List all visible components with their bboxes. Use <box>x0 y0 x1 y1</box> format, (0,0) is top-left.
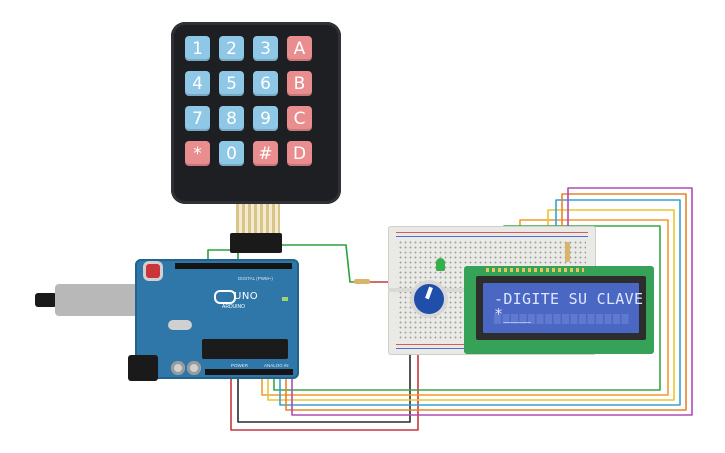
digital-pin-header[interactable] <box>175 263 292 269</box>
usb-connector[interactable] <box>55 284 140 316</box>
key-0[interactable]: 0 <box>219 141 244 166</box>
key-6[interactable]: 6 <box>253 71 278 96</box>
reset-button[interactable] <box>146 264 160 278</box>
capacitor-1 <box>171 361 185 375</box>
key-9[interactable]: 9 <box>253 106 278 131</box>
wire-red-power[interactable] <box>230 351 419 431</box>
arduino-logo-icon <box>214 290 236 304</box>
lcd-pin-header <box>486 268 584 272</box>
wire-yellow[interactable] <box>267 209 675 401</box>
key-a[interactable]: A <box>287 36 312 61</box>
key-2[interactable]: 2 <box>219 36 244 61</box>
keypad-header-connector[interactable] <box>230 233 282 253</box>
resistor-led[interactable] <box>354 279 370 284</box>
board-model: UNO <box>234 291 259 302</box>
resistor-lcd-backlight[interactable] <box>565 242 570 262</box>
key-1[interactable]: 1 <box>185 36 210 61</box>
usb-plug-icon <box>35 293 57 307</box>
key-b[interactable]: B <box>287 71 312 96</box>
keypad-4x4[interactable]: 1 2 3 A 4 5 6 B 7 8 9 C * 0 # D <box>171 22 341 204</box>
breadboard-rail-top-blue <box>396 236 588 237</box>
wire-purple[interactable] <box>291 187 693 416</box>
key-4[interactable]: 4 <box>185 71 210 96</box>
key-7[interactable]: 7 <box>185 106 210 131</box>
key-c[interactable]: C <box>287 106 312 131</box>
key-hash[interactable]: # <box>253 141 278 166</box>
atmega-chip <box>202 339 288 359</box>
dc-power-jack[interactable] <box>128 355 158 381</box>
key-8[interactable]: 8 <box>219 106 244 131</box>
keypad-grid: 1 2 3 A 4 5 6 B 7 8 9 C * 0 # D <box>185 36 312 166</box>
digital-label: DIGITAL (PWM~) <box>238 276 273 281</box>
power-label: POWER <box>231 363 249 368</box>
key-5[interactable]: 5 <box>219 71 244 96</box>
key-3[interactable]: 3 <box>253 36 278 61</box>
key-d[interactable]: D <box>287 141 312 166</box>
analog-label: ANALOG IN <box>264 363 289 368</box>
green-led[interactable] <box>436 258 445 271</box>
power-led <box>282 297 288 301</box>
key-star[interactable]: * <box>185 141 210 166</box>
breadboard-rail-top-red <box>396 232 588 233</box>
board-brand: ARDUINO <box>222 304 246 310</box>
lcd-row2-cells <box>494 314 630 324</box>
lcd-line-2: *___ <box>494 305 532 323</box>
keypad-ribbon-cable <box>236 204 280 236</box>
lcd-screen <box>483 283 639 333</box>
arduino-uno-board[interactable] <box>135 259 299 379</box>
capacitor-2 <box>187 361 201 375</box>
wire-orange-2[interactable] <box>285 193 687 411</box>
wire-blue[interactable] <box>279 199 681 406</box>
power-analog-pin-header[interactable] <box>205 369 293 375</box>
lcd-line-1: -DIGITE SU CLAVE <box>494 290 644 308</box>
wire-black-gnd[interactable] <box>237 351 411 423</box>
crystal-oscillator <box>168 320 192 330</box>
